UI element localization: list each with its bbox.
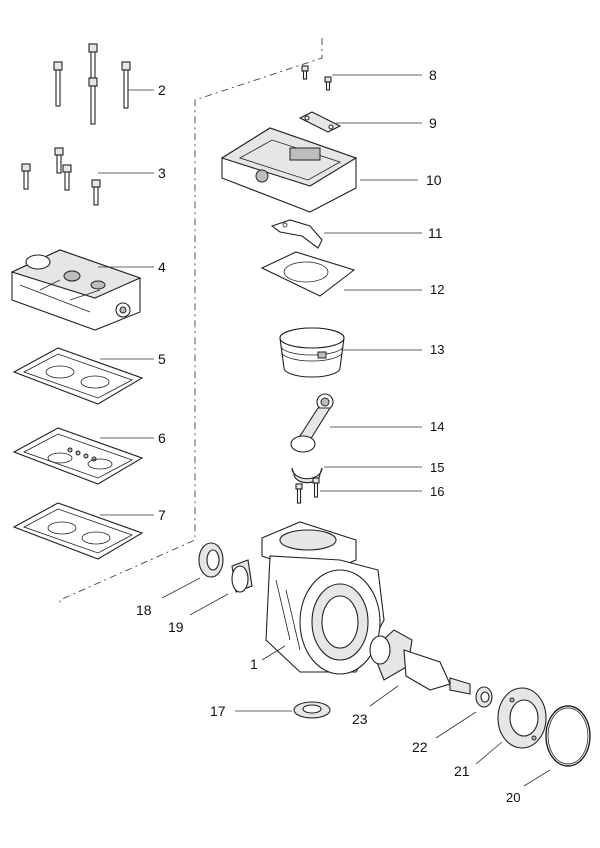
callout-14: 14: [430, 419, 444, 434]
callout-7: 7: [158, 507, 166, 523]
callout-13: 13: [430, 342, 444, 357]
part-17-seal-ring: [293, 701, 331, 719]
callout-21: 21: [454, 763, 470, 779]
part-20-o-ring: [545, 705, 591, 767]
part-3-short-bolts: [21, 147, 101, 206]
part-4-cylinder-head: [10, 249, 142, 331]
part-23-crankshaft: [369, 629, 471, 695]
callout-1: 1: [250, 656, 258, 672]
callout-19: 19: [168, 619, 184, 635]
callout-6: 6: [158, 430, 166, 446]
part-12-plate-gasket: [260, 251, 356, 297]
callout-11: 11: [428, 225, 443, 241]
part-9-cover-plate: [298, 111, 342, 133]
part-7-gasket: [12, 502, 144, 560]
callout-2: 2: [158, 82, 166, 98]
part-6-valve-plate: [12, 427, 144, 485]
callout-22: 22: [412, 739, 428, 755]
leader-lines: [98, 74, 551, 787]
callout-5: 5: [158, 351, 166, 367]
callout-15: 15: [430, 460, 444, 475]
part-8-screws: [301, 65, 332, 91]
callout-8: 8: [429, 67, 437, 83]
part-22-nut: [475, 686, 493, 708]
callout-18: 18: [136, 602, 152, 618]
part-21-end-flange: [497, 687, 547, 749]
callout-12: 12: [430, 282, 444, 297]
part-2-long-bolts: [53, 43, 131, 125]
callout-23: 23: [352, 711, 368, 727]
assembly-boundary-dashed-line: [59, 38, 323, 606]
part-11-bracket: [270, 219, 323, 249]
callout-3: 3: [158, 165, 166, 181]
callout-20: 20: [506, 790, 520, 805]
callout-17: 17: [210, 703, 226, 719]
callout-numbers: 1 2 3 4 5 6 7 8 9 10 11 12 13 14 15 16 1…: [136, 67, 520, 805]
part-1-crankcase: [261, 521, 385, 675]
callout-10: 10: [426, 172, 442, 188]
part-14-connecting-rod: [290, 393, 334, 453]
part-16-bolts: [295, 477, 320, 504]
callout-4: 4: [158, 259, 166, 275]
part-18-seal: [198, 542, 224, 578]
part-10-head-cover: [220, 127, 358, 213]
callout-16: 16: [430, 484, 444, 499]
part-19-bushing: [231, 559, 253, 593]
part-5-gasket: [12, 347, 144, 405]
part-13-piston: [279, 327, 345, 378]
callout-9: 9: [429, 115, 437, 131]
